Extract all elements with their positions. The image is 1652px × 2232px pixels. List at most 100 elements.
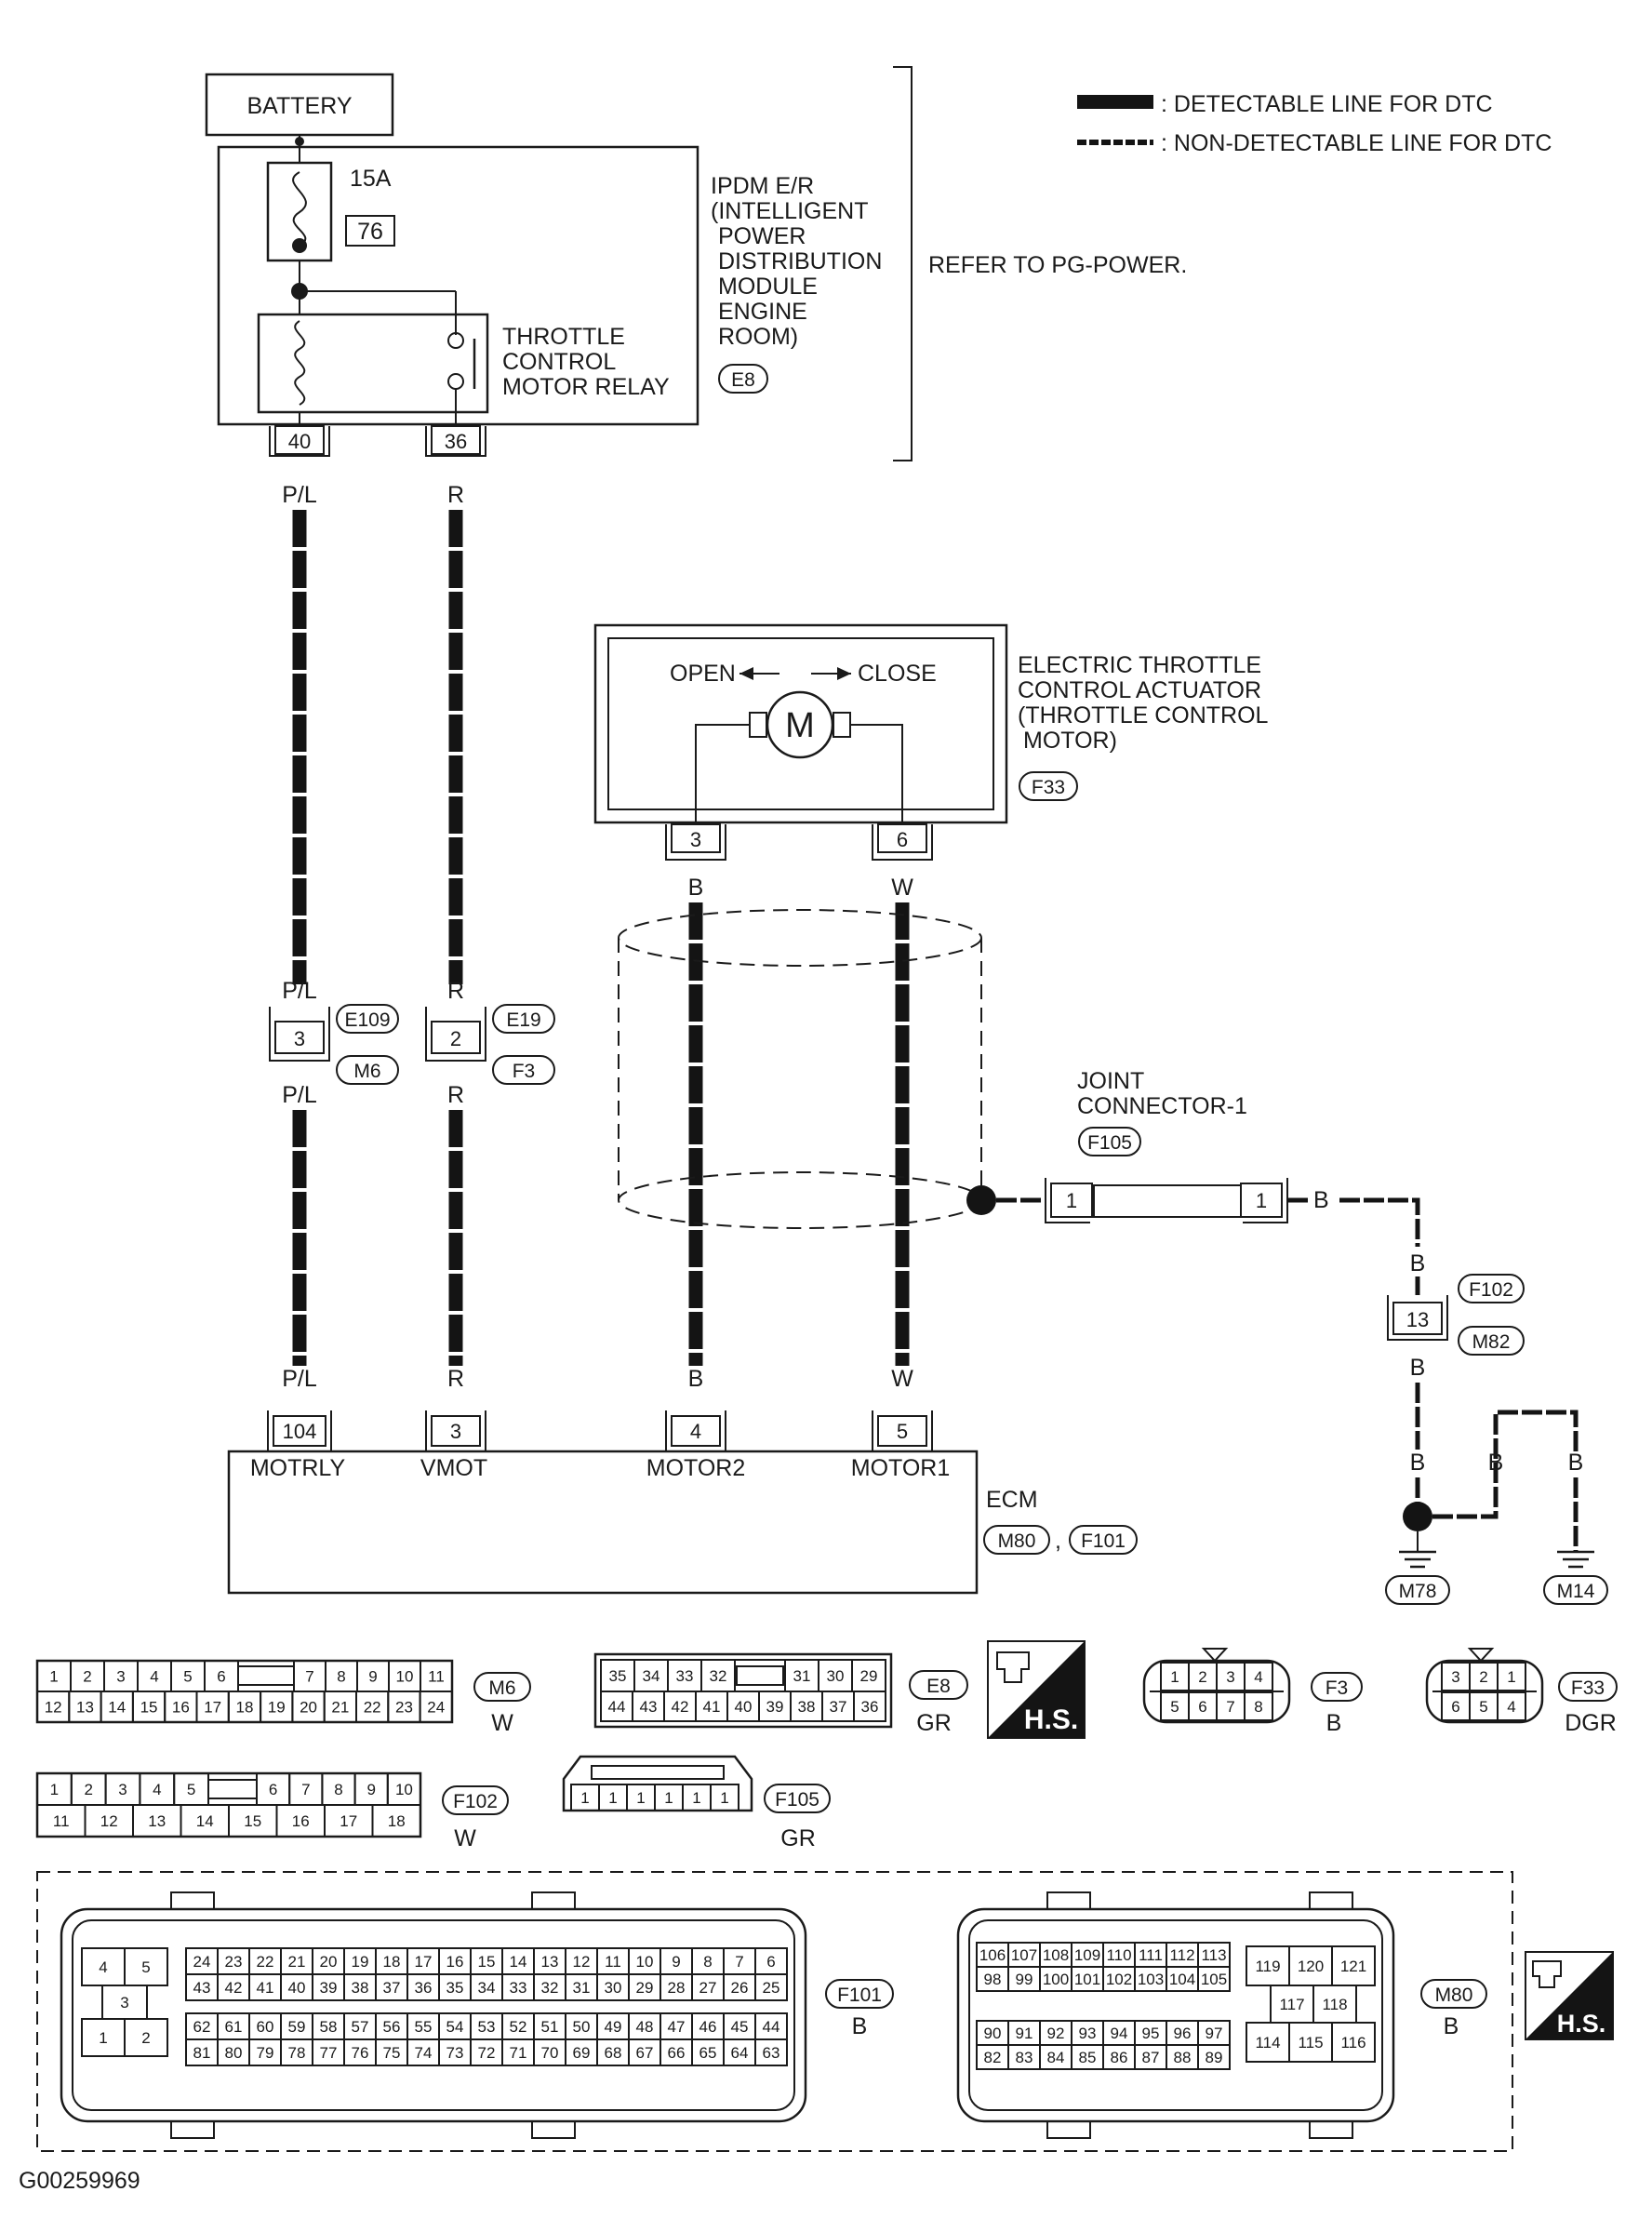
pin-number: 87 — [1142, 2049, 1160, 2066]
pin-number: 7 — [301, 1781, 310, 1798]
svg-text:MOTOR RELAY: MOTOR RELAY — [502, 374, 670, 400]
svg-text:5: 5 — [897, 1420, 908, 1443]
pin-number: 5 — [1479, 1698, 1487, 1716]
fuse-number: 76 — [357, 219, 383, 245]
pin-number: 7 — [305, 1668, 313, 1686]
pin-number: 111 — [1139, 1946, 1163, 1964]
pin-number: 6 — [1451, 1698, 1459, 1716]
inline-connector-e109-m6: 3 E109 M6 — [269, 1004, 399, 1085]
pin-number: 13 — [541, 1953, 559, 1971]
svg-text:3: 3 — [294, 1027, 305, 1050]
pin-number: 18 — [235, 1699, 253, 1717]
pin-number: 8 — [337, 1668, 345, 1686]
pin-number: 96 — [1174, 2025, 1192, 2042]
pin-number: 29 — [636, 1979, 654, 1997]
pin-number: 5 — [183, 1668, 192, 1686]
pin-number: 20 — [300, 1699, 317, 1717]
pin-number: 68 — [605, 2044, 622, 2062]
svg-text:,: , — [1055, 1528, 1061, 1554]
pin-number: 28 — [668, 1979, 686, 1997]
pin-number: 2 — [1479, 1668, 1487, 1686]
pin-number: 79 — [257, 2044, 274, 2062]
svg-text:6: 6 — [897, 828, 908, 851]
pin-number: 70 — [541, 2044, 559, 2062]
pin-number: 27 — [699, 1979, 717, 1997]
pin-number: 1 — [608, 1789, 617, 1807]
svg-text:M14: M14 — [1557, 1581, 1595, 1602]
ground-symbol-m14: M14 — [1543, 1550, 1608, 1605]
pin-number: 25 — [763, 1979, 780, 1997]
pin-number: 23 — [395, 1699, 413, 1717]
svg-text:GR: GR — [780, 1825, 816, 1851]
pin-number: 85 — [1079, 2049, 1097, 2066]
harness-side-badge: H.S. — [987, 1640, 1086, 1739]
svg-text:115: 115 — [1298, 2034, 1323, 2052]
pin-number: 30 — [827, 1667, 845, 1685]
pin-number: 3 — [118, 1781, 127, 1798]
svg-text:E109: E109 — [344, 1009, 390, 1031]
pin-number: 86 — [1111, 2049, 1128, 2066]
svg-text:36: 36 — [445, 430, 467, 453]
pin-number: 56 — [383, 2018, 401, 2036]
pin-number: 39 — [766, 1698, 784, 1716]
pin-number: 36 — [861, 1698, 879, 1716]
pin-cell — [419, 1691, 453, 1723]
svg-text:B: B — [852, 2013, 868, 2039]
pin-number: 20 — [320, 1953, 338, 1971]
svg-text:R: R — [447, 978, 464, 1004]
pin-number: 1 — [580, 1789, 589, 1807]
svg-text:ELECTRIC THROTTLE: ELECTRIC THROTTLE — [1018, 652, 1261, 678]
svg-text:B: B — [1410, 1250, 1426, 1276]
pin-number: 43 — [193, 1979, 211, 1997]
svg-text:B: B — [1313, 1187, 1329, 1213]
pin-number: 34 — [643, 1667, 660, 1685]
actuator-name: ELECTRIC THROTTLE CONTROL ACTUATOR (THRO… — [1018, 652, 1269, 754]
svg-text:B: B — [688, 875, 704, 901]
pin-number: 10 — [636, 1953, 654, 1971]
svg-text:117: 117 — [1279, 1996, 1304, 2013]
svg-text:1: 1 — [99, 2029, 107, 2047]
pin-number: 16 — [292, 1812, 310, 1830]
pin-number: 1 — [49, 1668, 58, 1686]
pin-number: 63 — [763, 2044, 780, 2062]
svg-text:MOTOR2: MOTOR2 — [646, 1455, 746, 1481]
pin-number: 18 — [388, 1812, 406, 1830]
wire-vmot: R R R R — [447, 482, 464, 1392]
pin-cell — [371, 1804, 421, 1838]
pin-number: 3 — [1451, 1668, 1459, 1686]
svg-text:P/L: P/L — [282, 1366, 317, 1392]
refer-bracket — [893, 66, 913, 461]
svg-text:3: 3 — [120, 1994, 128, 2011]
svg-text:P/L: P/L — [282, 482, 317, 508]
pin-number: 12 — [45, 1699, 62, 1717]
ground-symbol-m78: M78 — [1385, 1550, 1450, 1605]
svg-text:P/L: P/L — [282, 978, 317, 1004]
pin-number: 46 — [699, 2018, 717, 2036]
pin-number: 31 — [573, 1979, 591, 1997]
pin-number: 15 — [244, 1812, 261, 1830]
svg-text:E19: E19 — [506, 1009, 540, 1031]
svg-text:F3: F3 — [513, 1061, 536, 1082]
pin-number: 24 — [427, 1699, 445, 1717]
pin-number: 39 — [320, 1979, 338, 1997]
pin-number: 107 — [1011, 1946, 1037, 1964]
pin-number: 101 — [1074, 1971, 1100, 1988]
svg-text:B: B — [688, 1366, 704, 1392]
pin-number: 44 — [763, 2018, 780, 2036]
svg-text:W: W — [491, 1710, 513, 1736]
ecm-pin-4: 4 MOTOR2 — [646, 1410, 746, 1481]
pin-number: 6 — [269, 1781, 277, 1798]
pin-number: 21 — [331, 1699, 349, 1717]
pin-number: 49 — [605, 2018, 622, 2036]
pin-number: 21 — [288, 1953, 306, 1971]
svg-text:CONTROL: CONTROL — [502, 349, 616, 375]
pin-number: 74 — [415, 2044, 433, 2062]
pin-number: 8 — [1254, 1698, 1262, 1716]
pin-number: 16 — [172, 1699, 190, 1717]
svg-text:(THROTTLE CONTROL: (THROTTLE CONTROL — [1018, 702, 1269, 728]
pin-number: 17 — [204, 1699, 221, 1717]
